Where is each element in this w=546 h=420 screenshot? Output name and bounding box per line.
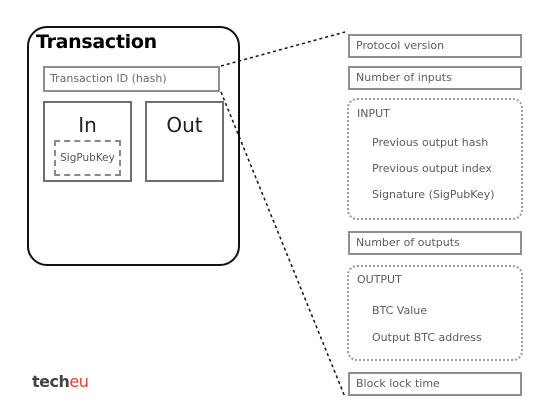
output-group (347, 265, 523, 361)
output-item: Output BTC address (372, 331, 482, 344)
techeu-logo: techeu (32, 372, 89, 391)
number-of-outputs-field: Number of outputs (348, 231, 522, 255)
sigpubkey-box: SigPubKey (54, 140, 121, 176)
inputs-box (43, 101, 132, 182)
input-group (347, 98, 523, 220)
input-item: Previous output index (372, 162, 492, 175)
outputs-box (145, 101, 224, 182)
transaction-title: Transaction (36, 31, 157, 53)
protocol-version-field: Protocol version (348, 34, 522, 58)
transaction-card (27, 26, 240, 266)
connector-bottom (220, 91, 346, 398)
logo-main: tech (32, 372, 70, 391)
output-group-title: OUTPUT (357, 273, 402, 286)
transaction-id-field: Transaction ID (hash) (43, 66, 220, 92)
logo-accent: eu (69, 372, 89, 391)
output-item: BTC Value (372, 304, 428, 317)
input-item: Previous output hash (372, 136, 489, 149)
input-group-title: INPUT (357, 107, 390, 120)
inputs-label: In (78, 113, 97, 137)
number-of-inputs-field: Number of inputs (348, 66, 522, 90)
outputs-label: Out (166, 113, 203, 137)
input-item: Signature (SigPubKey) (372, 188, 495, 201)
block-lock-time-field: Block lock time (348, 372, 522, 396)
